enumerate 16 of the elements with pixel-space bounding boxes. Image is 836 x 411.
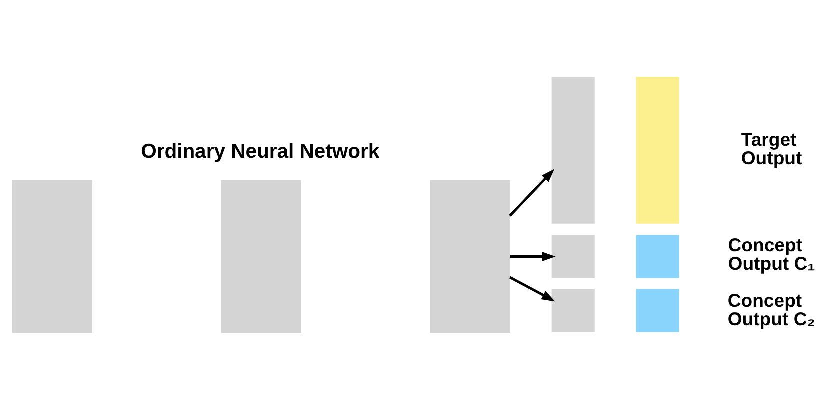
node-label: Concept Output C₂ — [728, 290, 816, 330]
arrow — [509, 169, 555, 217]
arrow — [509, 276, 556, 302]
node-box — [221, 180, 302, 334]
node-label: Concept Output C₁ — [728, 234, 816, 274]
node-box — [552, 76, 595, 224]
node-box — [552, 289, 595, 332]
arrow — [510, 252, 556, 262]
node-label: Target Output — [741, 128, 802, 168]
node-box — [430, 180, 510, 334]
node-box — [12, 180, 93, 334]
node-box — [636, 289, 680, 332]
node-box — [552, 235, 595, 278]
node-box — [636, 76, 680, 224]
label: Ordinary Neural Network — [141, 141, 380, 164]
node-box — [636, 235, 680, 278]
